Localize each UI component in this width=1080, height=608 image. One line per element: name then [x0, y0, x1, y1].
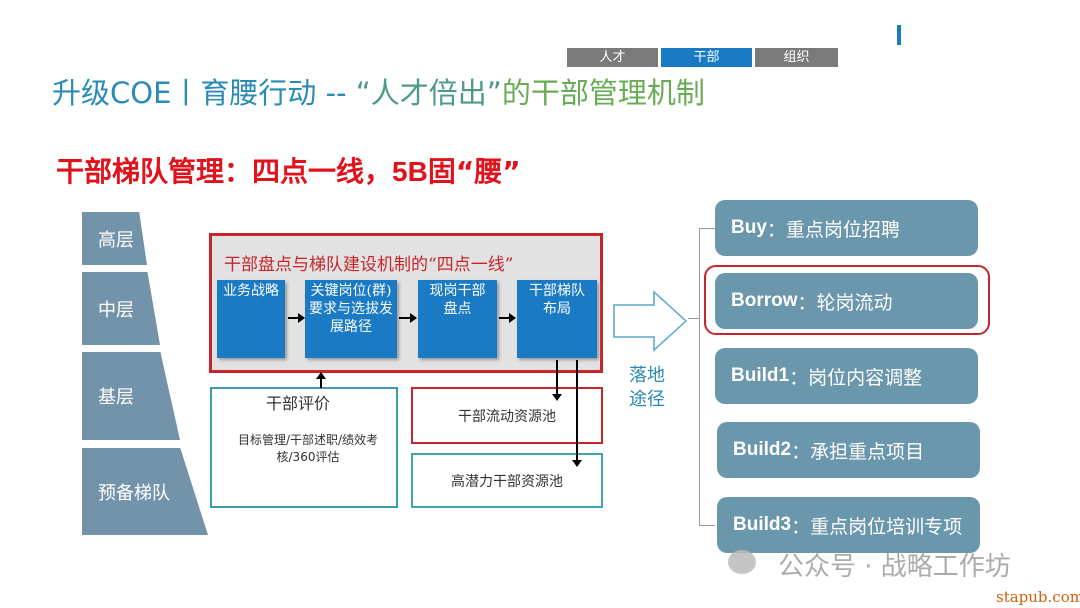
- hollow-arrow-icon: [613, 290, 688, 352]
- step-business-strategy: 业务战略: [217, 280, 285, 358]
- arrow-right-icon: [399, 313, 417, 323]
- mechanism-title: 干部盘点与梯队建设机制的“四点一线”: [224, 255, 514, 275]
- mobility-pool: 干部流动资源池: [411, 387, 603, 444]
- arrow-up-head: [316, 372, 326, 379]
- step-cadre-review: 现岗干部盘点: [418, 280, 497, 358]
- page-title: 升级COE丨育腰行动 -- “人才倍出”的干部管理机制: [52, 70, 705, 112]
- path-text: ：岗位内容调整: [789, 366, 923, 389]
- subtitle: 干部梯队管理：四点一线，5B固“腰”: [56, 150, 521, 190]
- path-key: Build3: [733, 514, 792, 535]
- tab-cadre[interactable]: 干部: [661, 48, 752, 67]
- high-potential-pool: 高潜力干部资源池: [411, 453, 603, 508]
- site-link[interactable]: stapub.com: [996, 588, 1080, 606]
- evaluation-desc: 目标管理/干部述职/绩效考核/360评估: [237, 433, 379, 464]
- watermark: 公众号 · 战略工作坊: [778, 552, 1011, 582]
- path-key: Borrow: [731, 290, 798, 311]
- tier-base: 基层: [82, 352, 180, 440]
- subtitle-part2: 5B: [392, 156, 428, 187]
- tab-organization[interactable]: 组织: [755, 48, 838, 67]
- arrow-down-icon: [552, 360, 562, 401]
- path-key: Build2: [733, 439, 792, 460]
- corner-accent-bar: [897, 25, 901, 45]
- evaluation-title: 干部评价: [266, 394, 331, 413]
- bracket-line: [699, 228, 715, 526]
- title-part3: 的干部管理机制: [501, 76, 705, 110]
- path-key: Build1: [731, 365, 790, 386]
- evaluation-box: [210, 387, 398, 508]
- path-build3: Build3：重点岗位培训专项: [717, 497, 980, 553]
- path-text: ：轮岗流动: [797, 291, 893, 314]
- path-borrow: Borrow：轮岗流动: [715, 273, 978, 329]
- wechat-icon: [728, 550, 756, 574]
- step-pipeline-layout: 干部梯队布局: [517, 280, 597, 358]
- title-part1: 升级COE丨育腰行动 --: [52, 76, 356, 110]
- path-label: 落地途径: [629, 365, 665, 410]
- tier-senior: 高层: [82, 212, 147, 265]
- path-build2: Build2：承担重点项目: [717, 422, 980, 478]
- step-key-positions: 关键岗位(群)要求与选拔发展路径: [305, 280, 397, 358]
- arrow-right-icon: [288, 313, 305, 323]
- path-buy: Buy：重点岗位招聘: [715, 200, 978, 256]
- path-key: Buy: [731, 217, 767, 238]
- tab-talent[interactable]: 人才: [567, 48, 658, 67]
- title-part2: “人才倍出”: [355, 76, 502, 110]
- path-text: ：重点岗位招聘: [766, 218, 900, 241]
- tier-reserve: 预备梯队: [82, 448, 208, 535]
- tier-middle: 中层: [82, 272, 160, 345]
- subtitle-part3: 固“腰”: [427, 155, 521, 188]
- bracket-stub: [688, 318, 699, 319]
- arrow-up-icon: [320, 378, 322, 388]
- path-text: ：重点岗位培训专项: [791, 515, 963, 538]
- path-text: ：承担重点项目: [791, 440, 925, 463]
- arrow-right-icon: [499, 313, 516, 323]
- subtitle-part1: 干部梯队管理：四点一线，: [56, 155, 393, 188]
- arrow-down-icon: [572, 360, 582, 467]
- path-build1: Build1：岗位内容调整: [715, 348, 978, 404]
- borrow-highlight: [704, 265, 990, 335]
